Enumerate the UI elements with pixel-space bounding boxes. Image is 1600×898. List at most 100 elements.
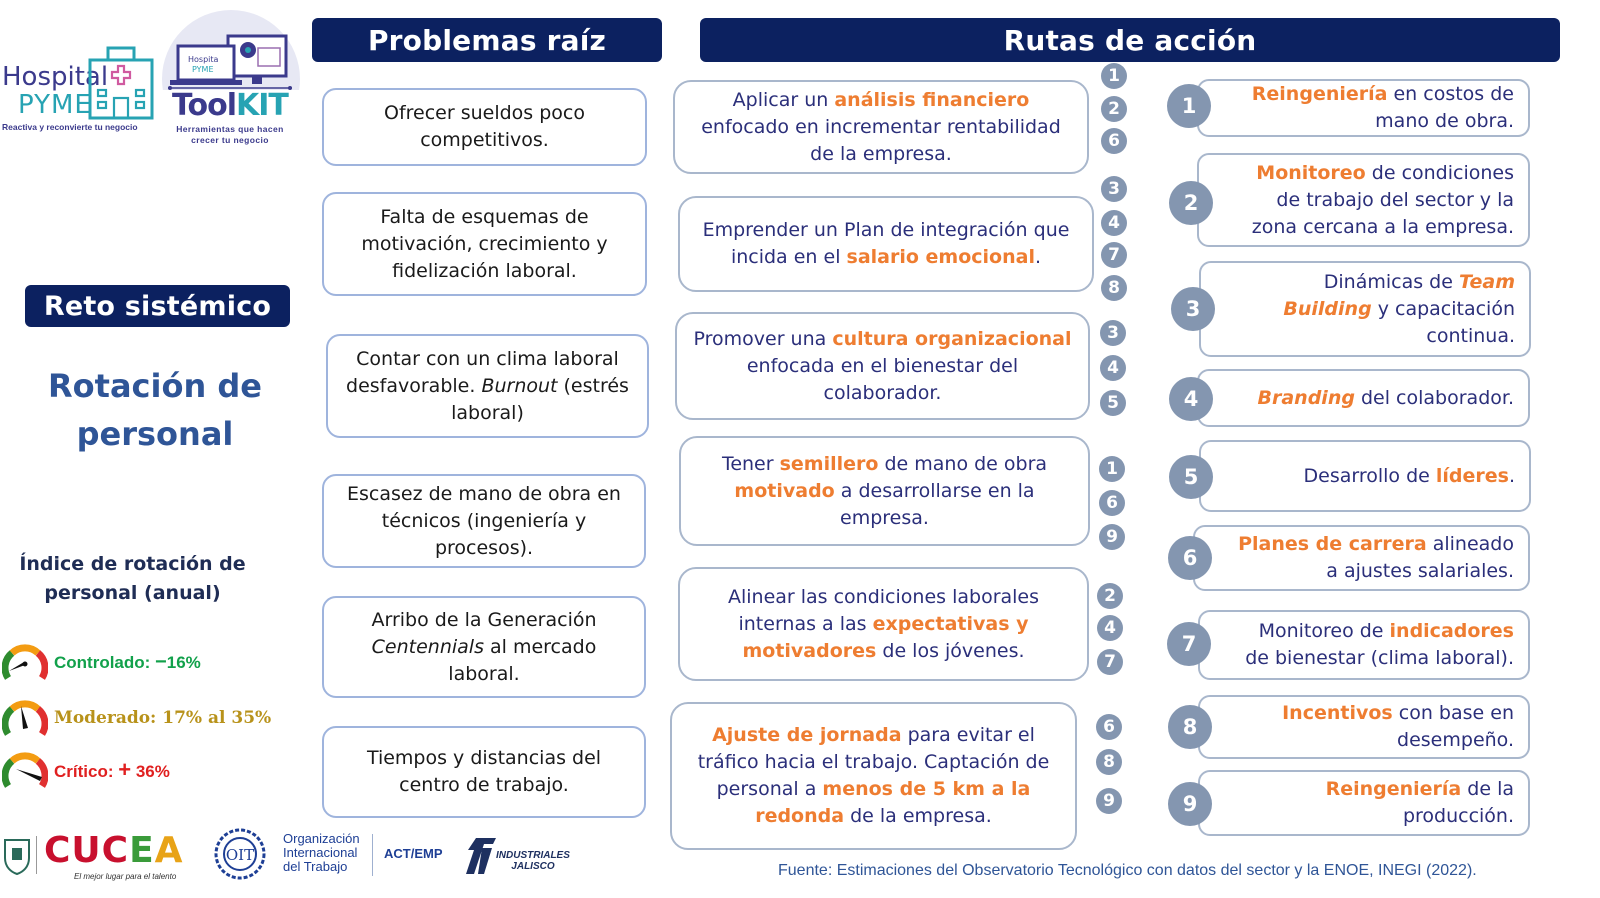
plain-text: Promover una (693, 327, 833, 350)
problem-text: Tiempos y distancias del centro de traba… (366, 747, 602, 796)
highlight-text: menos de 5 km a la redonda (755, 778, 1031, 827)
svg-text:PYME: PYME (192, 65, 214, 74)
rotation-index-line-2: personal (anual) (44, 582, 221, 604)
highlight-text: Monitoreo (1256, 161, 1366, 184)
problem-box: Contar con un clima laboral desfavorable… (326, 334, 649, 438)
problem-box: Arribo de la Generación Centennials al m… (322, 596, 646, 698)
plain-text: . (1034, 246, 1042, 268)
hospital-building-icon (88, 46, 154, 120)
level-value: 17% al 35% (162, 708, 272, 728)
plain-text: Dinámicas de (1323, 270, 1459, 293)
logo-divider (36, 836, 37, 874)
plain-text: con base en desempeño. (1392, 702, 1514, 751)
toolkit-tagline: Herramientas que hacen crecer tu negocio (160, 124, 300, 146)
cucea-letter: C (101, 830, 130, 871)
highlight-text: Branding (1257, 386, 1355, 409)
plain-text: de mano de obra (878, 452, 1048, 475)
level-controlado: Controlado: −16% (2, 642, 201, 682)
result-number: 8 (1168, 705, 1212, 749)
level-label: Controlado: (54, 652, 156, 672)
cucea-letter: E (129, 830, 155, 871)
route-text: Ajuste de jornada para evitar el tráfico… (688, 722, 1059, 830)
hospital-pyme-logo: Hospital PYME Reactiva y reconvierte tu … (0, 40, 160, 140)
route-link-badge: 6 (1101, 128, 1127, 154)
level-controlado-text: Controlado: −16% (54, 651, 201, 674)
highlight-text: Reingeniería (1325, 778, 1462, 800)
oit-emblem-icon: OIT (214, 828, 266, 880)
industriales-jalisco-text: INDUSTRIALES JALISCO (496, 850, 570, 872)
highlight-text: cultura organizacional (832, 327, 1072, 350)
highlight-text: Ajuste de jornada (712, 724, 902, 746)
routes-header: Rutas de acción (700, 18, 1560, 62)
cucea-letter: C (44, 830, 72, 871)
plain-text: Monitoreo de (1258, 620, 1390, 642)
problem-text: Contar con un clima laboral desfavorable… (342, 346, 633, 427)
result-box: Desarrollo de líderes. (1199, 440, 1531, 512)
route-box: Ajuste de jornada para evitar el tráfico… (670, 702, 1077, 850)
route-box: Emprender un Plan de integración que inc… (678, 196, 1094, 292)
oit-name: Organización Internacional del Trabajo (283, 832, 360, 874)
route-link-badge: 1 (1101, 63, 1127, 89)
plain-text: Desarrollo de (1303, 464, 1436, 487)
reto-header: Reto sistémico (25, 285, 290, 327)
result-number: 4 (1169, 377, 1213, 421)
industriales-line-1: INDUSTRIALES (496, 850, 570, 861)
oit-divider (372, 834, 373, 876)
plain-text: Emprender un Plan de integración que inc… (702, 219, 1070, 268)
result-box: Incentivos con base en desempeño. (1198, 695, 1530, 759)
logo-text-pyme: PYME (18, 90, 92, 120)
result-box: Planes de carrera alineado a ajustes sal… (1193, 525, 1530, 591)
plain-text: del colaborador. (1354, 386, 1514, 409)
plain-text: de los jóvenes. (876, 639, 1025, 662)
route-link-badge: 3 (1100, 320, 1126, 346)
act-emp-label: ACT/EMP (384, 846, 443, 861)
oit-line-1: Organización (283, 831, 360, 846)
level-critico: Crítico: + 36% (2, 750, 170, 790)
route-box: Promover una cultura organizacional enfo… (675, 312, 1090, 420)
problem-text: Ofrecer sueldos poco competitivos. (383, 102, 585, 151)
level-sign: − (155, 650, 167, 673)
oit-line-2: Internacional (283, 845, 358, 860)
plain-text: para evitar el tráfico hacia el trabajo.… (697, 724, 1050, 800)
result-text: Monitoreo de indicadores de bienestar (c… (1230, 618, 1514, 672)
level-moderado-text: Moderado: 17% al 35% (54, 708, 271, 728)
route-link-badge: 5 (1100, 390, 1126, 416)
route-link-badge: 6 (1099, 490, 1125, 516)
result-text: Incentivos con base en desempeño. (1230, 700, 1514, 754)
plain-text: . (1508, 464, 1515, 487)
result-box: Reingeniería de la producción. (1198, 770, 1530, 836)
result-text: Branding del colaborador. (1258, 385, 1515, 412)
route-link-badge: 6 (1096, 714, 1122, 740)
rotation-index-title: Índice de rotación de personal (anual) (10, 550, 255, 608)
highlight-text: semillero (779, 452, 879, 475)
route-link-badge: 9 (1099, 524, 1125, 550)
route-text: Aplicar un análisis financiero enfocado … (691, 87, 1071, 168)
problem-text: Escasez de mano de obra en técnicos (ing… (347, 482, 621, 559)
plain-text: Alinear las condiciones laborales intern… (727, 585, 1040, 635)
problem-box: Tiempos y distancias del centro de traba… (322, 726, 646, 818)
route-link-badge: 7 (1101, 242, 1127, 268)
result-number: 2 (1169, 181, 1213, 225)
plain-text: enfocado en incrementar rentabilidad de … (701, 115, 1061, 165)
problem-text-italic: Centennials (371, 635, 484, 658)
route-box: Tener semillero de mano de obra motivado… (679, 436, 1090, 546)
result-box: Dinámicas de Team Building y capacitació… (1199, 261, 1531, 357)
problem-text-a: Arribo de la Generación (371, 608, 597, 631)
problem-text-b: (estrés laboral) (451, 374, 629, 424)
result-number: 6 (1168, 536, 1212, 580)
problem-text-b: al mercado laboral. (448, 635, 597, 685)
problem-box: Falta de esquemas de motivación, crecimi… (322, 192, 647, 296)
cucea-letter: A (154, 830, 184, 871)
highlight-text: análisis financiero (834, 88, 1030, 111)
level-sign: + (118, 757, 132, 782)
highlight-text: Incentivos (1282, 702, 1393, 724)
result-text: Planes de carrera alineado a ajustes sal… (1225, 531, 1514, 585)
gauge-high-icon (2, 752, 48, 788)
cucea-wordmark: CUCEA (44, 830, 184, 871)
result-number: 1 (1167, 84, 1211, 128)
plain-text: enfocada en el bienestar del colaborador… (746, 354, 1019, 404)
source-note: Fuente: Estimaciones del Observatorio Te… (778, 862, 1477, 879)
route-text: Alinear las condiciones laborales intern… (696, 584, 1071, 665)
rotation-index-line-1: Índice de rotación de (19, 553, 246, 575)
problems-header-label: Problemas raíz (367, 23, 607, 57)
